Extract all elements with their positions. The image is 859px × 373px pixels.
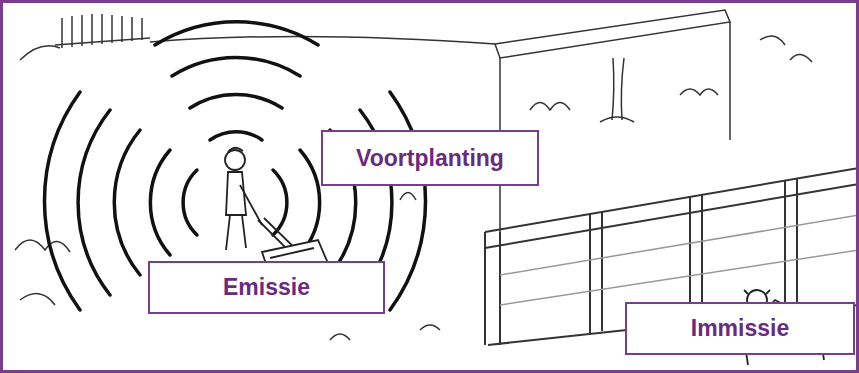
label-box: Voortplanting	[321, 130, 539, 186]
label-box: Immissie	[625, 302, 855, 355]
label-box: Emissie	[148, 261, 385, 314]
box-label: Immissie	[691, 315, 789, 342]
box-label: Voortplanting	[356, 145, 504, 172]
box-label: Emissie	[223, 274, 310, 301]
background-scenery	[15, 10, 859, 345]
